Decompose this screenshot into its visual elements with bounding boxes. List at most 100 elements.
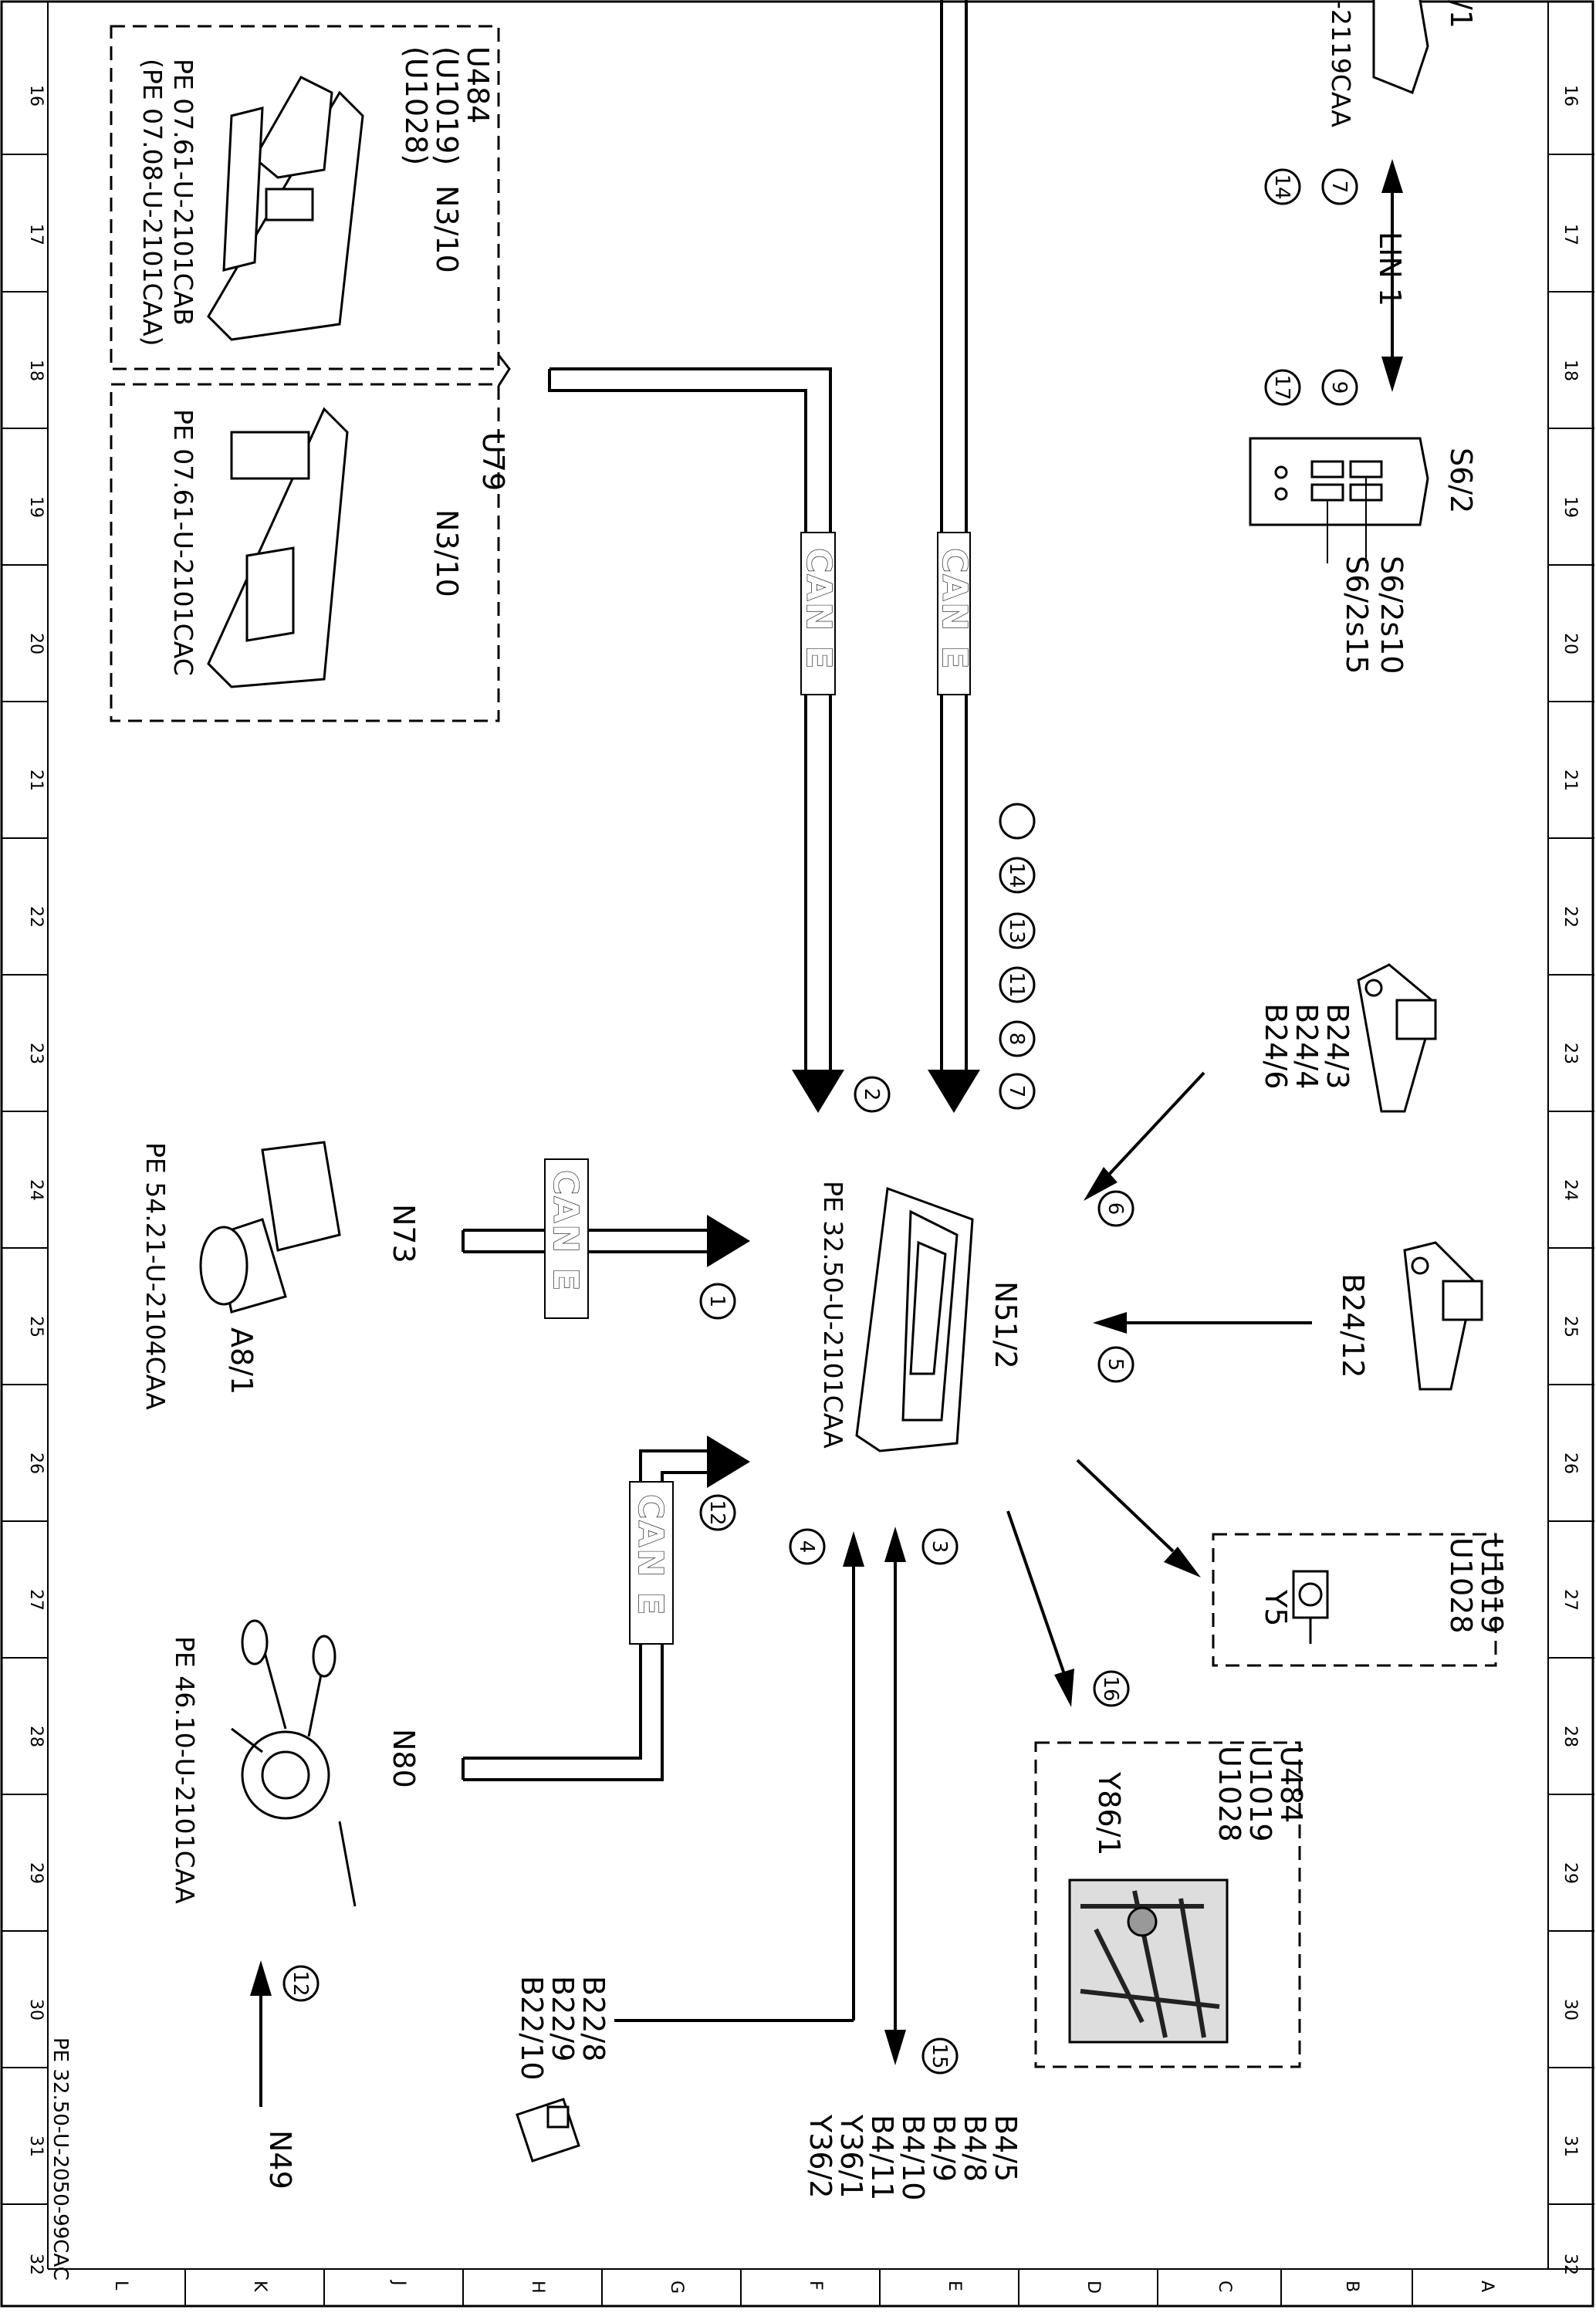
b24-group-arrow-line	[1094, 1071, 1205, 1190]
can-bus-top-arrowhead	[928, 1070, 980, 1113]
can-bus-n80-label-box	[629, 1481, 674, 1645]
row-label: 25	[26, 1316, 46, 1337]
y5-dashed-box	[1212, 1533, 1497, 1667]
can-bus-n73-arrowhead	[707, 1215, 750, 1267]
row-label: 17	[1560, 224, 1580, 245]
b22-connector-icon	[516, 2098, 580, 2163]
row-label: 16	[26, 85, 46, 107]
b4-label: B4/5	[989, 2115, 1023, 2182]
lin-bus-arrow-down	[1381, 357, 1403, 392]
y86-1-code: U1028	[1212, 1746, 1246, 1842]
b24-12-arrowhead	[1093, 1312, 1127, 1334]
b4-label: B4/9	[927, 2115, 961, 2182]
b22-arrowhead	[843, 1531, 864, 1567]
n3-10-a-code: (U1019)	[430, 46, 464, 165]
n3-10-group	[110, 25, 500, 722]
b24-12-label: B24/12	[1336, 1273, 1370, 1378]
b22-label: B22/10	[515, 1976, 549, 2081]
y86-1-code: U1019	[1243, 1746, 1277, 1842]
callout-16: 16	[1099, 1676, 1122, 1701]
top-partial-device-icon	[1372, 0, 1429, 94]
n73-ref: PE 54.21-U-2104CAA	[140, 1142, 171, 1410]
row-label: 18	[1560, 360, 1580, 381]
top-label-partial: /1	[1444, 0, 1478, 29]
b24-label: B24/6	[1259, 1003, 1293, 1089]
can-bus-top-label: CAN E	[935, 548, 974, 671]
b4-arrow-down	[884, 2030, 906, 2065]
row-label: 19	[26, 496, 46, 518]
n3-10-a-refs: PE 07.61-U-2101CAB (PE 07.08-U-2101CAA)	[137, 59, 198, 347]
s6-2s10-label: S6/2s10	[1375, 556, 1408, 674]
col-label: C	[1215, 2281, 1234, 2292]
row-label: 29	[1560, 1862, 1580, 1884]
row-label: 23	[1560, 1043, 1580, 1064]
b24-group-labels: B24/3 B24/4 B24/6	[1259, 1003, 1354, 1089]
n3-10-a-ref: (PE 07.08-U-2101CAA)	[137, 59, 167, 347]
y5-valve-icon	[1292, 1570, 1329, 1644]
row-label: 29	[26, 1862, 46, 1884]
row-label: 27	[26, 1589, 46, 1611]
callout-5: 5	[1104, 1358, 1127, 1371]
row-label: 25	[1560, 1316, 1580, 1337]
col-label: H	[528, 2281, 547, 2294]
col-label: D	[1084, 2281, 1103, 2294]
n51-2-label: N51/2	[989, 1281, 1023, 1369]
callout-1: 1	[705, 1295, 729, 1308]
can-bus-top-label-box	[937, 532, 971, 695]
b4-label: B4/10	[896, 2115, 930, 2200]
can-bus-n80-arrowhead	[707, 1435, 750, 1488]
y5-label: Y5	[1259, 1589, 1293, 1626]
b22-label: B22/8	[577, 1976, 610, 2061]
col-label: G	[667, 2281, 686, 2294]
col-label: F	[806, 2281, 825, 2291]
n80-label: N80	[387, 1729, 421, 1788]
col-label: B	[1342, 2281, 1361, 2292]
callout-12-n49: 12	[289, 1970, 312, 1996]
grid-row-labels: 16 17 18 19 20 21 22 23 24 25 26 27 28 2…	[26, 85, 1580, 2275]
n3-10-a-label: N3/10	[430, 185, 464, 273]
y5-code: U1028	[1444, 1537, 1478, 1634]
callout-9-lin: 9	[1327, 381, 1351, 394]
n3-10-b-code: U79	[476, 432, 510, 491]
n80-steering-column-icon	[231, 1619, 357, 1907]
b4-label: B4/8	[958, 2115, 992, 2182]
row-label: 23	[26, 1043, 46, 1064]
can-bus-n73-label: CAN E	[546, 1170, 585, 1293]
y86-1-dashed-box	[1034, 1741, 1301, 2068]
row-label: 17	[26, 224, 46, 245]
row-label: 16	[1560, 85, 1580, 107]
b4-arrow-up	[884, 1527, 906, 1562]
b24-group-arrowhead	[1084, 1167, 1118, 1201]
lin-bus-arrow-up	[1381, 159, 1403, 193]
row-label: 20	[26, 633, 46, 654]
callout-17-lin: 17	[1270, 374, 1293, 400]
callout-13: 13	[1005, 918, 1028, 943]
row-label: 28	[1560, 1726, 1580, 1747]
y5-arrow-line	[1076, 1459, 1175, 1553]
a8-1-label: A8/1	[225, 1327, 259, 1395]
row-label: 20	[1560, 633, 1580, 654]
row-label: 22	[26, 906, 46, 928]
can-bus-n3	[548, 367, 832, 1073]
n3-10-b-label: N3/10	[430, 509, 464, 597]
can-bus-n3-arrowhead	[792, 1070, 844, 1113]
callout-6: 6	[1104, 1202, 1127, 1216]
n3-10-a-module-icon	[207, 76, 364, 341]
callout-14: 14	[1005, 862, 1028, 888]
grid-col-labels: L K J H G F E D C B A	[111, 2279, 1496, 2294]
col-label: J	[389, 2279, 408, 2286]
s6-2s15-label: S6/2s15	[1340, 556, 1374, 674]
row-label: 30	[1560, 1999, 1580, 2020]
n51-2-module-icon	[855, 1186, 974, 1452]
b4-label: Y36/1	[834, 2114, 868, 2199]
callout-8: 8	[1005, 1033, 1028, 1046]
row-label: 19	[1560, 496, 1580, 518]
b24-12-sensor-icon	[1403, 1241, 1483, 1391]
callout-numbers: 1 2 3 4 5 6 7 8 11 12 13 14 15 16 7 14 9…	[289, 174, 1351, 2068]
can-bus-n73-label-box	[544, 1158, 589, 1319]
n73-label: N73	[387, 1204, 421, 1263]
b22-label: B22/9	[546, 1976, 580, 2061]
